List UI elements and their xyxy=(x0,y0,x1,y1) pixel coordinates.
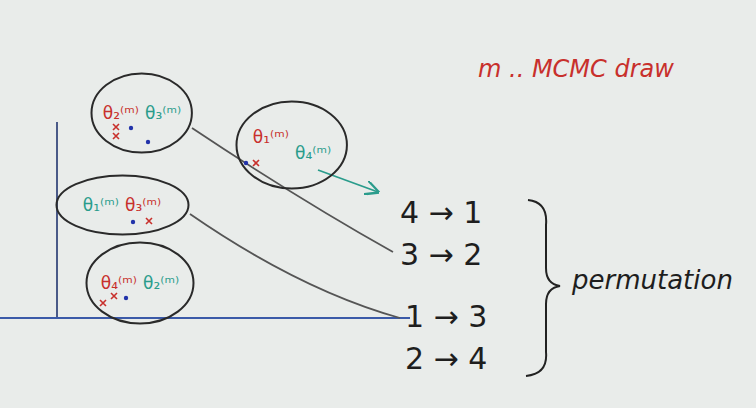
parameter-label: θ₂⁽ᵐ⁾ xyxy=(103,103,139,123)
ellipse-content: θ₂⁽ᵐ⁾ θ₃⁽ᵐ⁾ xyxy=(103,103,181,123)
sketch-ellipse: θ₁⁽ᵐ⁾ θ₄⁽ᵐ⁾ xyxy=(235,100,348,190)
sample-marks xyxy=(100,124,259,306)
ellipse-content: θ₄⁽ᵐ⁾ θ₂⁽ᵐ⁾ xyxy=(101,273,179,293)
y-axis xyxy=(56,122,58,318)
ellipse-stroke xyxy=(92,74,192,153)
mapping-row: 3 → 2 xyxy=(400,238,482,273)
sketch-ellipse: θ₂⁽ᵐ⁾ θ₃⁽ᵐ⁾ xyxy=(90,72,193,154)
ellipse-stroke xyxy=(237,102,347,189)
ellipse-outline xyxy=(235,100,348,190)
parameter-label: θ₃⁽ᵐ⁾ xyxy=(125,195,161,215)
ellipse-content: θ₁⁽ᵐ⁾ θ₃⁽ᵐ⁾ xyxy=(83,195,161,215)
parameter-label: θ₄⁽ᵐ⁾ xyxy=(101,273,137,293)
parameter-label: θ₂⁽ᵐ⁾ xyxy=(143,273,179,293)
sketch-ellipse: θ₁⁽ᵐ⁾ θ₃⁽ᵐ⁾ xyxy=(55,174,190,236)
leader-line xyxy=(192,128,393,252)
bracket-label: permutation xyxy=(572,266,733,296)
parameter-label: θ₃⁽ᵐ⁾ xyxy=(145,103,181,123)
brace xyxy=(526,200,560,376)
ellipse-content: θ₁⁽ᵐ⁾ θ₄⁽ᵐ⁾ xyxy=(253,127,331,163)
note: m .. MCMC draw xyxy=(478,56,674,84)
ellipse-outline xyxy=(55,174,190,236)
ellipse-stroke xyxy=(56,176,188,235)
x-axis xyxy=(0,317,410,319)
mapping-row: 1 → 3 xyxy=(405,300,487,335)
parameter-label: θ₄⁽ᵐ⁾ xyxy=(295,143,331,163)
leader-line xyxy=(190,214,400,318)
mapping-row: 2 → 4 xyxy=(405,342,487,377)
mapping-row: 4 → 1 xyxy=(400,196,482,231)
teal-arrow xyxy=(318,170,378,192)
sketch-ellipse: θ₄⁽ᵐ⁾ θ₂⁽ᵐ⁾ xyxy=(85,241,195,325)
parameter-label: θ₁⁽ᵐ⁾ xyxy=(83,195,119,215)
parameter-label: θ₁⁽ᵐ⁾ xyxy=(253,127,289,147)
ellipse-stroke xyxy=(87,243,194,324)
